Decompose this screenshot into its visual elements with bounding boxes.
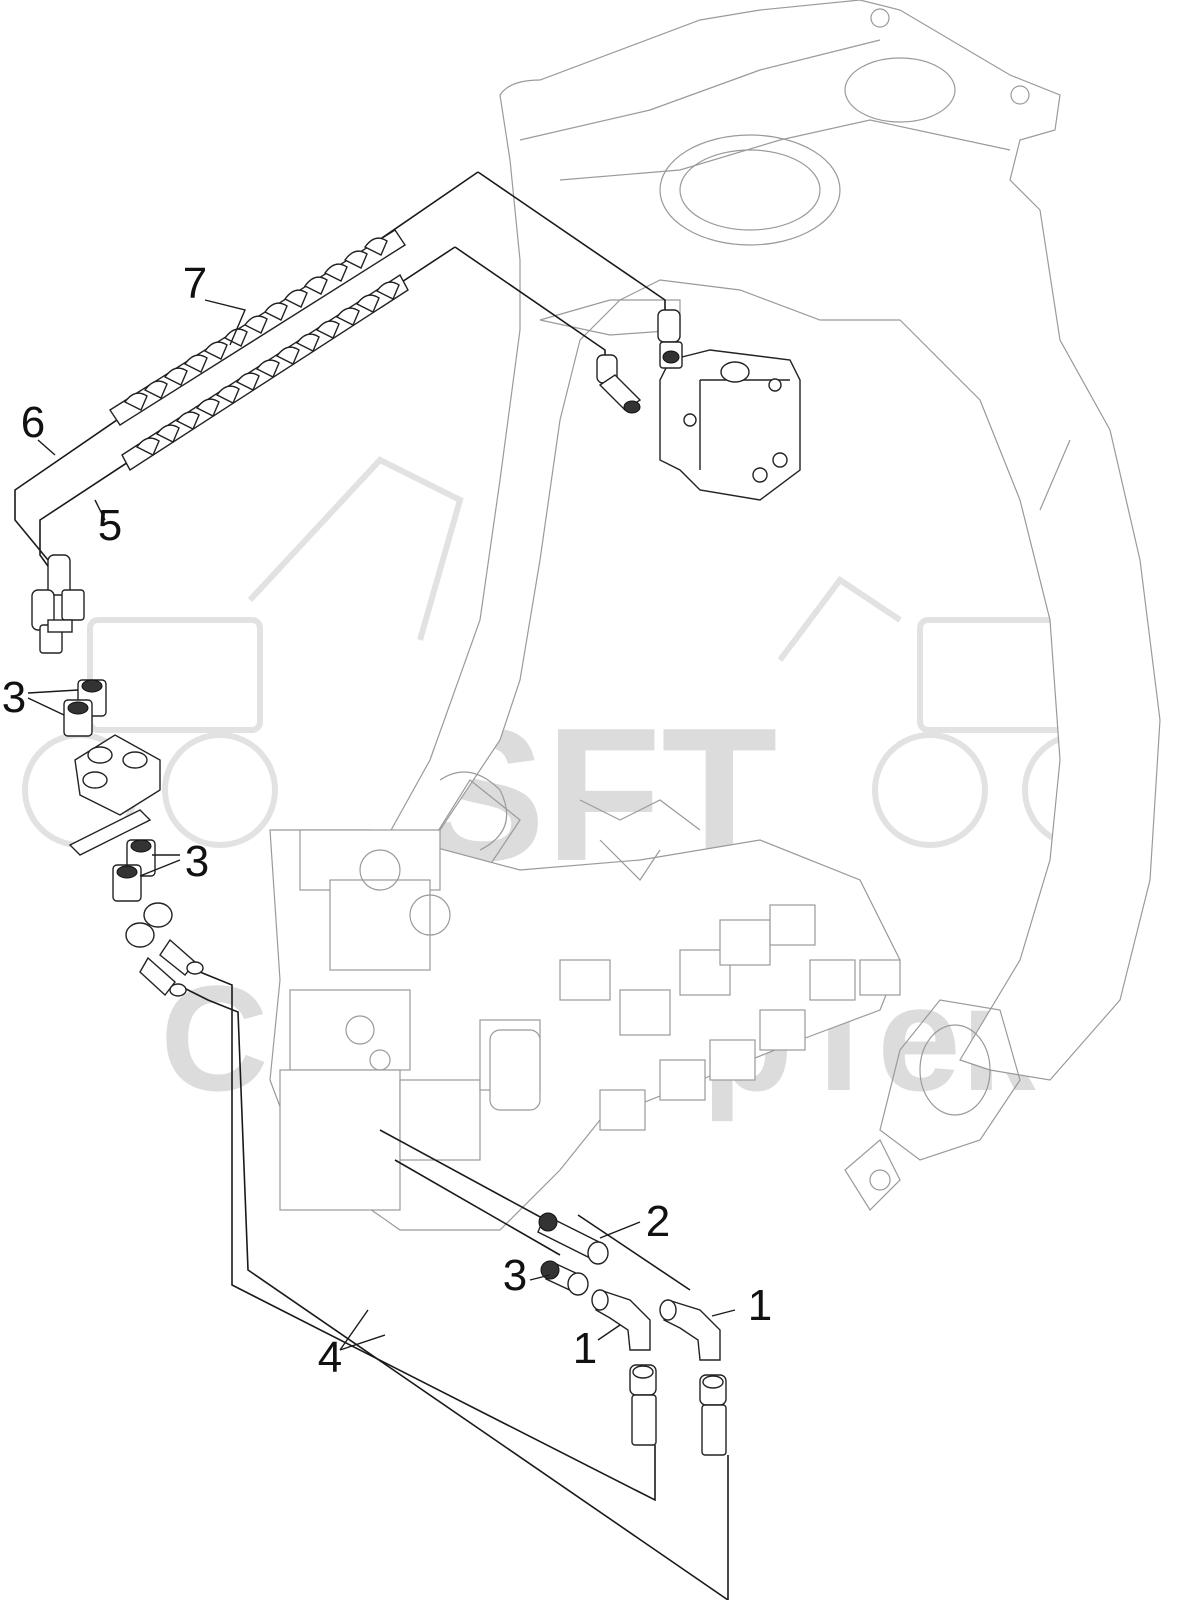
pipe-to-fitting-3 [394, 1159, 561, 1256]
elbow-fitting-1b [659, 1299, 721, 1361]
hose-4-outer [194, 969, 656, 1502]
callout-4: 4 [318, 1333, 342, 1382]
hose-ends-bottom [629, 1364, 727, 1456]
small-manifold [659, 349, 801, 501]
callout-6: 6 [21, 398, 45, 447]
fitting-3-lower [540, 1260, 589, 1296]
hose-end-fittings-top [596, 309, 683, 414]
spiral-guard-lower [121, 273, 409, 472]
callout-1-left: 1 [573, 1324, 597, 1373]
adapters-3-upper [63, 679, 107, 737]
hose-end-fittings-left [31, 554, 85, 654]
elbow-fitting-1a [591, 1289, 651, 1351]
callout-2: 2 [646, 1197, 670, 1246]
fitting-2 [537, 1212, 609, 1265]
hose-4-inner [177, 984, 729, 1602]
leader-lines [27, 299, 736, 1351]
adapters-3-middle [112, 839, 156, 902]
callout-7: 7 [183, 259, 207, 308]
callout-3-upper: 3 [2, 673, 26, 722]
callout-1-right: 1 [748, 1281, 772, 1330]
callout-3-middle: 3 [185, 837, 209, 886]
hose-end-fittings-mid-left [125, 902, 204, 997]
hydraulic-valve-block [269, 771, 901, 1231]
tee-bracket [68, 734, 161, 856]
boom-frame [379, 0, 1161, 1211]
callout-3-lower: 3 [503, 1251, 527, 1300]
callout-5: 5 [98, 501, 122, 550]
pipe-to-fitting-1 [577, 1214, 691, 1291]
spiral-guard-upper [109, 229, 406, 426]
pipe-to-fitting-2 [379, 1129, 556, 1226]
callouts: 7 6 5 3 3 2 3 1 1 4 [2, 259, 772, 1382]
